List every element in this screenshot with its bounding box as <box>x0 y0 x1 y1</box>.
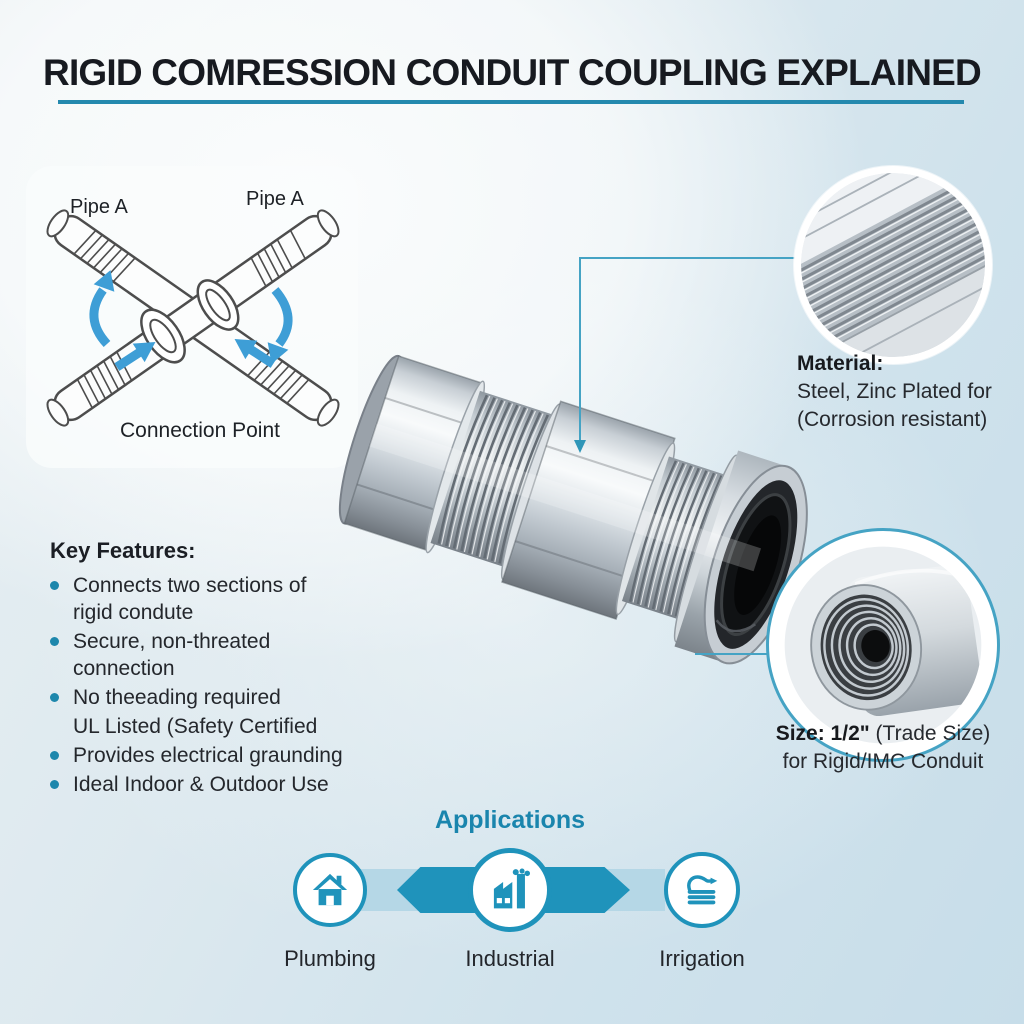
threads-closeup-image <box>801 173 985 357</box>
bullet-dot <box>50 780 59 789</box>
coupling-rings <box>140 279 240 364</box>
plumbing-label: Plumbing <box>284 946 376 971</box>
bullet-dot <box>50 751 59 760</box>
coupling-product-image <box>338 354 808 665</box>
list-item: No theeading required <box>50 684 390 711</box>
material-detail-photo <box>794 166 992 364</box>
material-line2: (Corrosion resistant) <box>797 408 988 431</box>
push-arrow-left-icon <box>114 342 156 371</box>
pipes-cross-diagram <box>46 209 340 427</box>
list-item: Provides electrical graunding <box>50 742 390 769</box>
pipe-a-left-label: Pipe A <box>70 196 128 218</box>
plumbing-circle <box>293 853 367 927</box>
list-item: Connects two sections of rigid condute <box>50 572 390 626</box>
push-arrow-right-icon <box>234 339 276 368</box>
hose-icon <box>687 875 718 905</box>
material-callout-text: Material: Steel, Zinc Plated for (Corros… <box>797 350 1017 434</box>
page-title: RIGID COMRESSION CONDUIT COUPLING EXPLAI… <box>43 52 982 93</box>
list-item: UL Listed (Safety Certified <box>73 715 318 738</box>
applications-section: Applications <box>270 806 780 986</box>
bullet-dot <box>50 581 59 590</box>
coupling-end-image <box>784 546 982 744</box>
pipe-a-right-label: Pipe A <box>246 188 304 210</box>
size-detail-photo <box>766 528 1000 762</box>
material-line1: Steel, Zinc Plated for <box>797 380 992 403</box>
rotate-arrow-left-icon <box>89 270 115 348</box>
connection-point-label: Connection Point <box>120 419 280 442</box>
bullet-dot <box>50 637 59 646</box>
industrial-circle <box>468 848 552 932</box>
irrigation-circle <box>664 852 740 928</box>
title-underline <box>58 100 964 104</box>
key-features-heading: Key Features: <box>50 538 196 563</box>
list-item: Secure, non-threated connection <box>50 628 390 682</box>
rotate-arrow-right-icon <box>267 287 293 364</box>
list-item: Ideal Indoor & Outdoor Use <box>50 771 390 798</box>
size-callout-text: Size: 1/2" (Trade Size) for Rigid/IMC Co… <box>758 720 1008 776</box>
size-line2: for Rigid/IMC Conduit <box>782 750 984 773</box>
irrigation-label: Irrigation <box>659 946 745 971</box>
house-icon <box>312 873 348 906</box>
bullet-dot <box>50 693 59 702</box>
size-line1: Size: 1/2" (Trade Size) <box>775 722 991 745</box>
factory-icon <box>493 868 531 909</box>
key-features: Key Features: Connects two sections of r… <box>50 538 390 800</box>
industrial-label: Industrial <box>465 946 555 971</box>
applications-heading: Applications <box>434 806 585 834</box>
material-heading: Material: <box>797 352 884 375</box>
